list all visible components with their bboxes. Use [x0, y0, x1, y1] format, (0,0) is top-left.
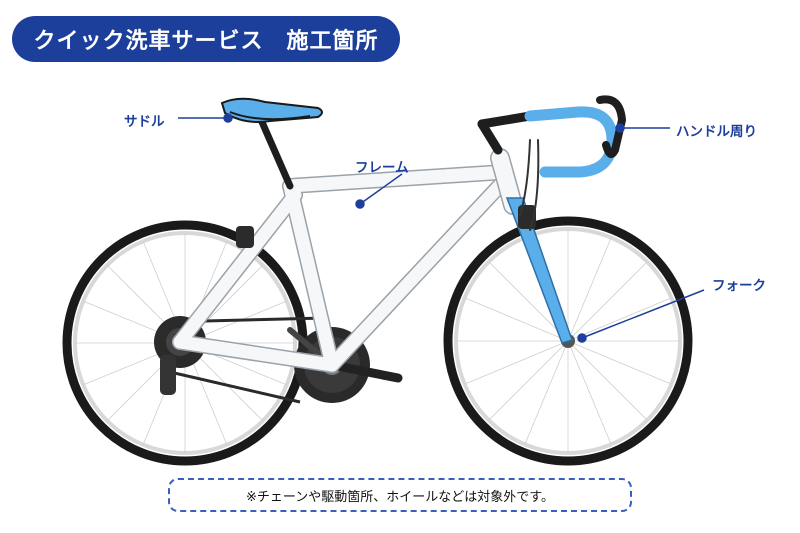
label-saddle: サドル [124, 114, 165, 130]
label-frame: フレーム [355, 160, 409, 176]
label-handle: ハンドル周り [676, 124, 757, 140]
label-fork: フォーク [712, 278, 766, 294]
saddle-assembly [220, 97, 323, 190]
exclusion-note: ※チェーンや駆動箇所、ホイールなどは対象外です。 [246, 489, 554, 505]
handlebar-assembly [477, 95, 627, 231]
title-banner: クイック洗車サービス 施工箇所 [12, 16, 400, 62]
note-box: ※チェーンや駆動箇所、ホイールなどは対象外です。 [168, 478, 632, 512]
callout-lines [178, 113, 705, 343]
frame [172, 148, 523, 373]
page-title: クイック洗車サービス 施工箇所 [33, 29, 379, 54]
